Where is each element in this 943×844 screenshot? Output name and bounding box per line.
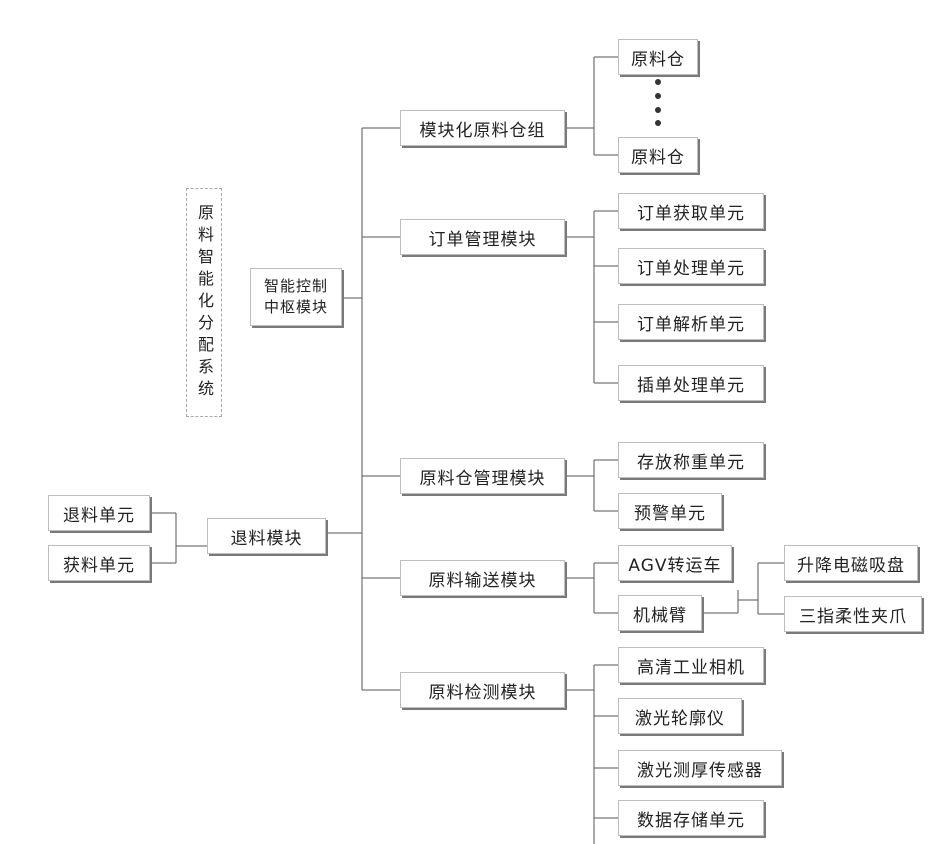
lifting-magnetic-chuck: 升降电磁吸盘 <box>784 545 918 581</box>
order-processing-unit: 订单处理单元 <box>618 248 764 284</box>
order-parsing-unit: 订单解析单元 <box>618 304 764 340</box>
hd-industrial-camera: 高清工业相机 <box>618 647 764 683</box>
order-fetch-unit: 订单获取单元 <box>618 193 764 229</box>
warehouse-management-module: 原料仓管理模块 <box>400 458 565 494</box>
system-title: 原料智能化分配系统 <box>192 204 216 402</box>
system-title-box: 原料智能化分配系统 <box>186 188 222 417</box>
warehouse-box: 原料仓 <box>618 39 698 75</box>
fetch-unit-box: 获料单元 <box>48 545 150 581</box>
conveying-module: 原料输送模块 <box>400 560 565 596</box>
central-control-module: 智能控制 中枢模块 <box>250 268 342 326</box>
inspection-module: 原料检测模块 <box>400 672 565 708</box>
ellipsis-dot <box>655 107 661 113</box>
laser-profiler: 激光轮廓仪 <box>618 698 742 734</box>
return-unit-box: 退料单元 <box>48 495 150 531</box>
robotic-arm: 机械臂 <box>618 595 702 631</box>
ellipsis-dot <box>655 93 661 99</box>
agv-transfer-vehicle: AGV转运车 <box>618 545 732 581</box>
laser-thickness-sensor: 激光测厚传感器 <box>618 750 782 786</box>
warning-unit: 预警单元 <box>618 493 722 529</box>
warehouse-group-module: 模块化原料仓组 <box>400 110 565 146</box>
rush-order-unit: 插单处理单元 <box>618 365 764 401</box>
central-line-1: 智能控制 <box>264 276 328 297</box>
ellipsis-dot <box>655 79 661 85</box>
storage-weighing-unit: 存放称重单元 <box>618 442 764 478</box>
order-management-module: 订单管理模块 <box>400 219 565 255</box>
central-line-2: 中枢模块 <box>264 297 328 318</box>
warehouse-box: 原料仓 <box>618 137 698 173</box>
return-module: 退料模块 <box>207 518 326 554</box>
data-storage-unit: 数据存储单元 <box>618 800 764 836</box>
ellipsis-dot <box>655 120 661 126</box>
three-finger-gripper: 三指柔性夹爪 <box>784 596 922 632</box>
